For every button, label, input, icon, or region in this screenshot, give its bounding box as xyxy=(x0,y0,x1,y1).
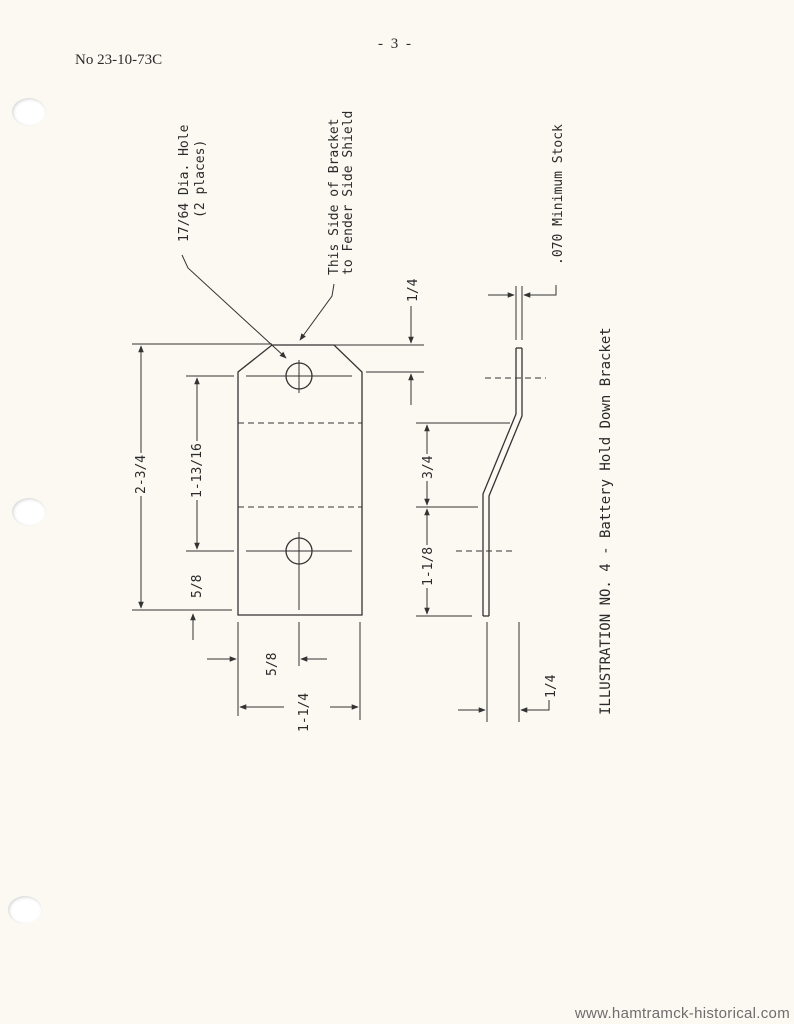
profile-inner-edge xyxy=(488,348,523,616)
hole-note-line2: (2 places) xyxy=(193,139,208,218)
dim-bend-depth: 1/4 xyxy=(544,674,559,698)
side-note-line2: to Fender Side Shield xyxy=(341,110,356,275)
hole-note-line1: 17/64 Dia. Hole xyxy=(177,124,192,242)
dim-depth-arrow-right xyxy=(520,700,550,713)
leader-side-note xyxy=(299,283,335,341)
stock-note: .070 Minimum Stock xyxy=(551,124,566,265)
dim-bottom-offset: 5/8 xyxy=(190,574,205,598)
document-number: No 23-10-73C xyxy=(75,52,163,68)
profile-outer-edge xyxy=(482,348,517,616)
dim-overall-height: 2-3/4 xyxy=(134,452,149,496)
binder-hole-bottom xyxy=(8,896,42,924)
page-number: - 3 - xyxy=(378,36,413,52)
binder-hole-middle xyxy=(12,498,46,526)
dim-hole-center: 5/8 xyxy=(265,652,280,676)
figure-caption: ILLUSTRATION NO. 4 - Battery Hold Down B… xyxy=(598,327,614,715)
dim-hole-spacing: 1-13/16 xyxy=(190,441,205,500)
bracket-outline xyxy=(237,344,363,616)
side-note-line1: This Side of Bracket xyxy=(327,118,342,275)
dim-bend-lower: 1-1/8 xyxy=(421,544,436,588)
dim-overall-width: 1-1/4 xyxy=(297,692,312,732)
dim-top-chamfer: 1/4 xyxy=(406,278,421,302)
binder-hole-top xyxy=(12,98,46,126)
leader-hole-note xyxy=(181,254,287,359)
dim-stock-arrow-right xyxy=(523,285,557,298)
dim-bend-upper: 3/4 xyxy=(421,453,436,481)
site-watermark: www.hamtramck-historical.com xyxy=(574,1005,790,1022)
